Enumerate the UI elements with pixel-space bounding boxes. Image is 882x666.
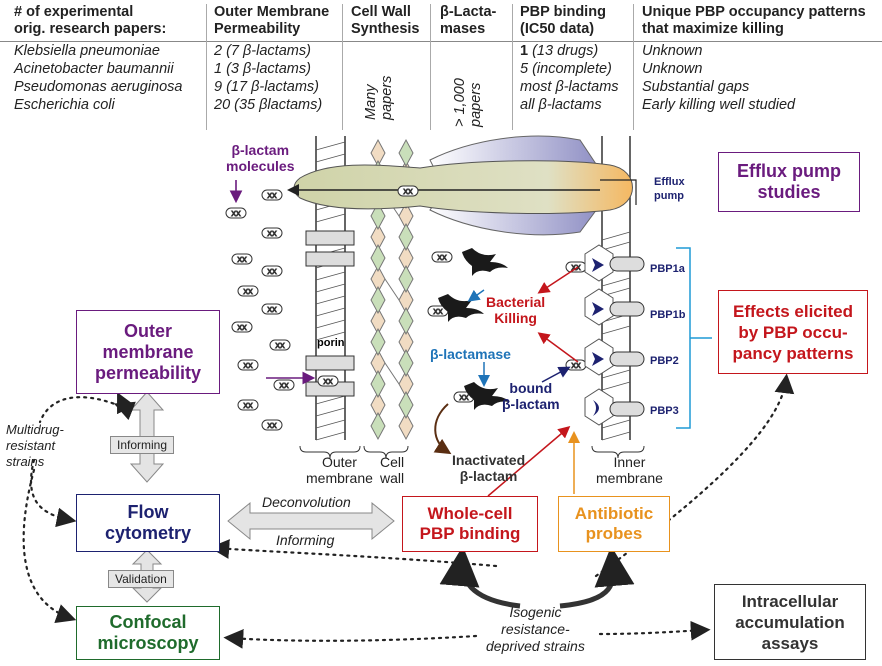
- molecule-token: XX: [267, 269, 277, 276]
- deconvolution-label: Deconvolution: [262, 494, 351, 510]
- table-header-divider: [0, 41, 882, 42]
- table-cell-pbp: most β-lactams: [520, 79, 619, 95]
- pbp-bracket: [676, 247, 712, 429]
- pbp2-label: PBP2: [650, 355, 679, 367]
- table-cell-occupancy: Early killing well studied: [642, 97, 796, 113]
- molecule-token: XX: [459, 395, 469, 402]
- table-col-divider: [206, 4, 207, 130]
- table-col-divider: [512, 4, 513, 130]
- table-cell-organism: Klebsiella pneumoniae: [14, 43, 160, 59]
- molecule-token: XX: [403, 189, 413, 196]
- molecule-token: XX: [237, 325, 247, 332]
- molecule-token: XX: [275, 343, 285, 350]
- table-col-divider: [342, 4, 343, 130]
- molecule-token: XX: [267, 231, 277, 238]
- table-cell-organism: Pseudomonas aeruginosa: [14, 79, 183, 95]
- table-cell-occupancy: Substantial gaps: [642, 79, 750, 95]
- isogenic-arrow-right: [559, 546, 635, 609]
- molecule-token: XX: [237, 257, 247, 264]
- table-cell-om: 9 (17 β-lactams): [214, 79, 319, 95]
- efflux-pump-label: Efflux pump: [654, 176, 688, 202]
- table-col-pbp-binding: PBP binding(IC50 data) 1 (13 drugs) 5 (i…: [520, 4, 619, 114]
- table-cell-om: 2 (7 β-lactams): [214, 43, 311, 59]
- molecule-token: XX: [323, 379, 333, 386]
- molecule-token: XX: [267, 307, 277, 314]
- blactamase-label: β-lactamase: [430, 346, 511, 362]
- table-cell-organism: Escherichia coli: [14, 97, 115, 113]
- molecule-token: XX: [571, 363, 581, 370]
- molecule-token: XX: [433, 309, 443, 316]
- pbp1b-label: PBP1b: [650, 309, 686, 321]
- table-cell-organism: Acinetobacter baumannii: [14, 61, 174, 77]
- pbp-proteins: [584, 244, 645, 426]
- table-header-blactamases: β-Lacta-mases: [440, 4, 497, 37]
- table-cell-om: 1 (3 β-lactams): [214, 61, 311, 77]
- killing-arrow-2: [537, 332, 579, 363]
- molecule-token: XX: [267, 193, 277, 200]
- table-cell-om: 20 (35 βlactams): [214, 97, 323, 113]
- informing-horizontal-label: Informing: [276, 532, 335, 548]
- isogenic-arrow-left: [439, 546, 521, 609]
- molecule-token: XX: [267, 423, 277, 430]
- blactamase-arrow-1: [467, 289, 485, 302]
- pbp1a-label: PBP1a: [650, 263, 686, 275]
- efflux-pump: [287, 135, 637, 236]
- molecule-token: XX: [243, 403, 253, 410]
- molecule-token: XX: [279, 383, 289, 390]
- outer-membrane: [305, 136, 355, 441]
- informing-vertical-label: Informing: [110, 436, 175, 454]
- wholecell-arrow: [487, 426, 571, 497]
- table-col-divider: [430, 4, 431, 130]
- membrane-braces: [299, 445, 645, 459]
- table-cell-pbp: 1 (13 drugs): [520, 43, 599, 59]
- table-cell-pbp: 5 (incomplete): [520, 61, 612, 77]
- molecule-token: XX: [243, 289, 253, 296]
- molecule-token: XX: [437, 255, 447, 262]
- validation-label: Validation: [108, 570, 174, 588]
- table-header-pbp-binding: PBP binding(IC50 data): [520, 4, 606, 37]
- molecule-token: XX: [243, 363, 253, 370]
- inactivation-arrow: [433, 403, 452, 455]
- pbp3-label: PBP3: [650, 405, 679, 417]
- molecule-token: XX: [231, 211, 241, 218]
- table-col-blactamases: β-Lacta-mases: [440, 4, 496, 38]
- porin-label: porin: [317, 337, 345, 349]
- table-cell-occupancy: Unknown: [642, 61, 703, 77]
- table-cell-occupancy: Unknown: [642, 43, 703, 59]
- table-cell-pbp: all β-lactams: [520, 97, 602, 113]
- blactam-molecules: XXXXXXXXXXXXXXXXXXXXXXXXXXXXXXXXXXXXXXXX: [225, 185, 587, 431]
- bound-arrow: [541, 366, 571, 383]
- blactamase-enzymes: [438, 248, 510, 410]
- table-col-divider: [633, 4, 634, 130]
- killing-arrow-1: [537, 266, 579, 294]
